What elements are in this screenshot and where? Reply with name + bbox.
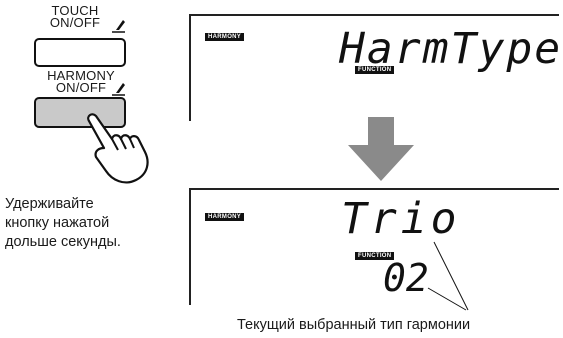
function-indicator: FUNCTION [355,252,395,260]
harmony-indicator: HARMONY [205,213,245,221]
harmony-button-label: HARMONY ON/OFF [36,68,126,95]
pointer-lines [427,241,469,311]
instruction-line3: дольше секунды. [5,234,121,250]
touch-button-label: TOUCH ON/OFF [44,3,106,30]
instruction-text: Удерживайте кнопку нажатой дольше секунд… [5,195,121,252]
display-main-text: HarmType [339,24,563,74]
touch-on-off-button[interactable] [34,38,126,67]
harmony-label-line2: ON/OFF [55,80,107,95]
touch-label-line1: TOUCH [51,3,99,18]
harmony-on-off-button[interactable] [34,97,126,128]
touch-label-line2: ON/OFF [49,15,101,30]
display-number: 02 [383,256,429,300]
display-main-text: Trio [341,194,461,244]
caption: Текущий выбранный тип гармонии [237,317,471,333]
pressing-hand-icon [87,113,149,184]
harmony-indicator: HARMONY [205,33,245,41]
instruction-line2: кнопку нажатой [5,215,110,231]
instruction-line1: Удерживайте [5,196,94,212]
note-icon [112,83,125,96]
function-indicator: FUNCTION [355,66,395,74]
note-icon [112,20,125,33]
display-bottom: HARMONY Trio FUNCTION 02 [189,188,559,305]
down-arrow-icon [348,117,414,181]
harmony-label-line1: HARMONY [47,68,115,83]
display-top: HARMONY HarmType FUNCTION [189,14,563,121]
